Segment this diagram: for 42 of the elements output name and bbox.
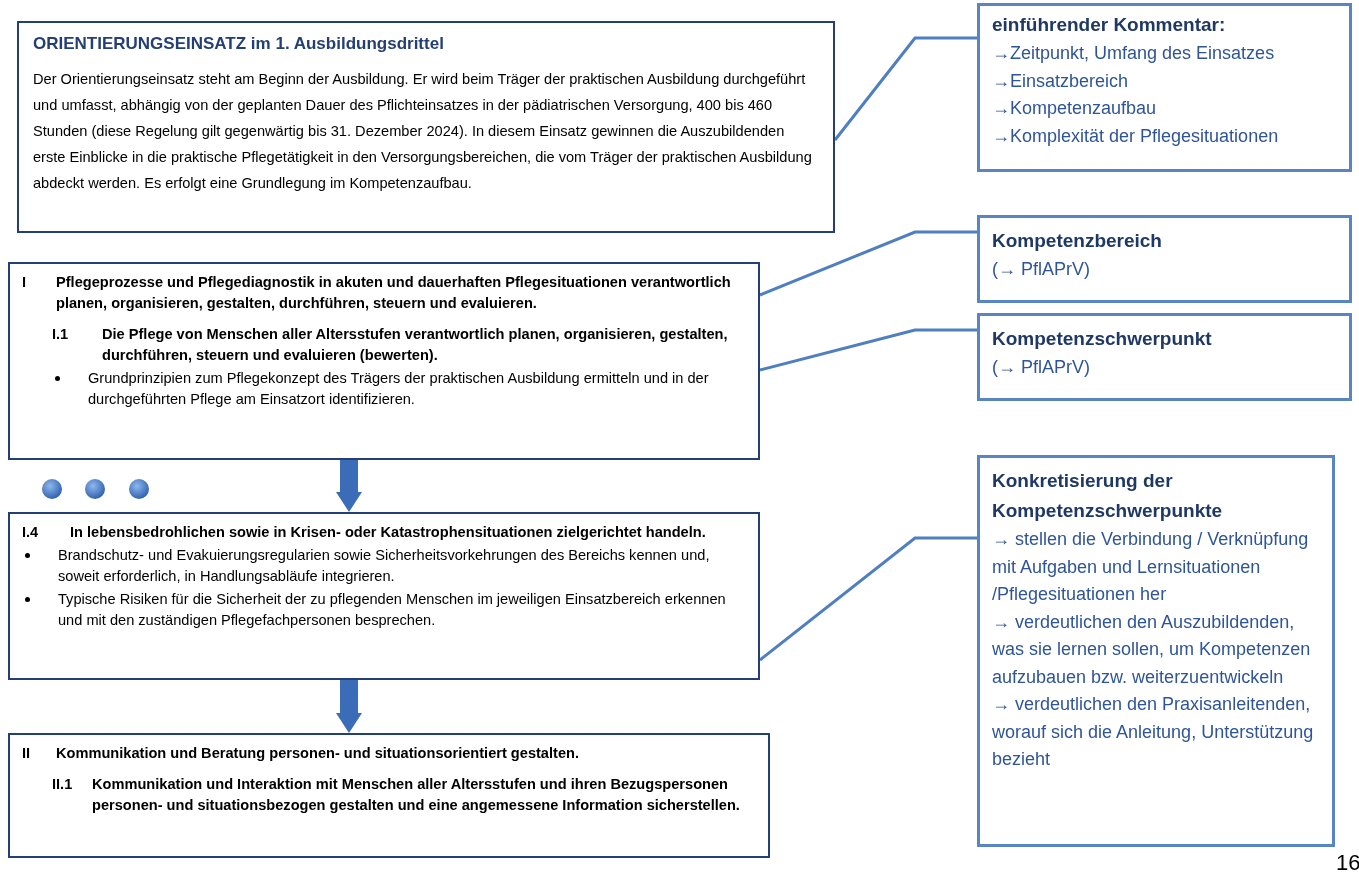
list-item: Typische Risiken für die Sicherheit der zu pflegenden Menschen im jeweiligen Einsatzbereich erkennen und mit den zuständigen Pflegefachpersonen besprechen. bbox=[58, 590, 727, 630]
section-heading: Die Pflege von Menschen aller Altersstufen verantwortlich planen, organisieren, gestalten, durchführen, steuern und evaluieren (bewerten). bbox=[102, 325, 729, 365]
heading: Konkretisierung der Kompetenzschwerpunkte bbox=[992, 469, 1224, 523]
block-arrow bbox=[336, 680, 362, 733]
comment-box bbox=[977, 455, 1335, 847]
text-box bbox=[17, 21, 835, 233]
list-item: Grundprinzipien zum Pflegekonzept des Trägers der praktischen Ausbildung ermitteln und in der durchgeführten Pflege am Einsatzort identifizieren. bbox=[88, 369, 710, 409]
list-item: → verdeutlichen den Auszubildenden, was sie lernen sollen, um Kompetenzen aufzubauen bzw. weiterzuentwickeln bbox=[992, 610, 1312, 689]
comment-box bbox=[977, 215, 1352, 303]
section-heading: Pflegeprozesse und Pflegediagnostik in akuten und dauerhaften Pflegesituationen verantwortlich planen, organisieren, gestalten, durchführen, steuern und evaluieren. bbox=[56, 273, 732, 313]
list-item: →Einsatzbereich bbox=[992, 69, 1130, 93]
page-number: 16 bbox=[1336, 850, 1359, 876]
section-heading: Kommunikation und Beratung personen- und situationsorientiert gestalten. bbox=[56, 744, 579, 763]
comment-box bbox=[977, 3, 1352, 172]
section-heading: Kommunikation und Interaktion mit Menschen aller Altersstufen und ihren Bezugspersonen personen- und situationsbezogen gestalten und eine angemessene Information sicherstellen. bbox=[92, 775, 741, 815]
competence-box bbox=[8, 262, 760, 460]
list-item: →Komplexität der Pflegesituationen bbox=[992, 124, 1280, 148]
section-number: I.4 bbox=[22, 523, 40, 542]
list-item: → stellen die Verbindung / Verknüpfung mit Aufgaben und Lernsituationen /Pflegesituationen her bbox=[992, 528, 1310, 606]
competence-box bbox=[8, 733, 770, 858]
section-number: II bbox=[22, 744, 32, 763]
competence-box bbox=[8, 512, 760, 680]
list-item: Brandschutz- und Evakuierungsregularien sowie Sicherheitsvorkehrungen des Bereichs kennen und, soweit erforderlich, in Handlungsabläufe integrieren. bbox=[58, 546, 711, 586]
list-item: → verdeutlichen den Praxisanleitenden, worauf sich die Anleitung, Unterstützung bezieht bbox=[992, 693, 1315, 771]
section-number: I.1 bbox=[52, 325, 70, 344]
heading: ORIENTIERUNGSEINSATZ im 1. Ausbildungsdrittel bbox=[33, 33, 445, 54]
connector-line bbox=[759, 536, 977, 662]
connector-line bbox=[759, 230, 977, 297]
comment-box bbox=[977, 313, 1352, 401]
list-item: →Zeitpunkt, Umfang des Einsatzes bbox=[992, 42, 1276, 65]
section-number: II.1 bbox=[52, 775, 74, 794]
heading: einführender Kommentar: bbox=[992, 13, 1227, 37]
list-item: (→ PflAPrV) bbox=[992, 258, 1091, 281]
connector-line bbox=[759, 328, 977, 372]
list-item: (→ PflAPrV) bbox=[992, 356, 1091, 379]
paragraph: Der Orientierungseinsatz steht am Beginn der Ausbildung. Er wird beim Träger der praktischen Ausbildung durchgeführt und umfasst, abhängig von der geplanten Dauer des Pflichteinsatzes in der pädiatrischen Versorgung, 400 bis 460 Stunden (diese Regelung gilt gegenwärtig bis 31. Dezember 2024). In diesem Einsatz gewinnen die Auszubildenden erste Einblicke in die praktische Pflegetätigkeit in den Versorgungsbereichen, die vom Träger der praktischen Ausbildung abdeckt werden. Es erfolgt eine Grundlegung im Kompetenzaufbau. bbox=[33, 70, 813, 193]
section-number: I bbox=[22, 273, 28, 292]
heading: Kompetenzschwerpunkt bbox=[992, 327, 1213, 351]
section-heading: In lebensbedrohlichen sowie in Krisen- oder Katastrophensituationen zielgerichtet handeln. bbox=[70, 523, 706, 542]
heading: Kompetenzbereich bbox=[992, 229, 1163, 253]
block-arrow bbox=[336, 460, 362, 512]
list-item: →Kompetenzaufbau bbox=[992, 97, 1158, 120]
